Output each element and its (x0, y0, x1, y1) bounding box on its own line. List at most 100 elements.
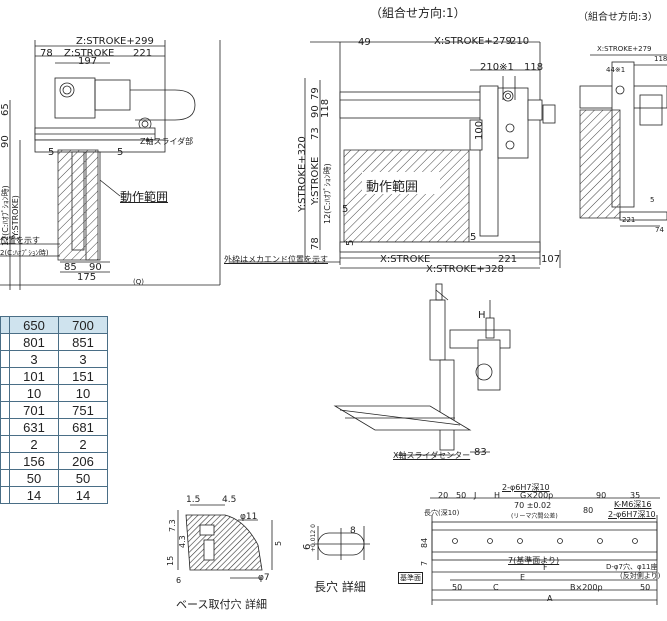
dim-118: 118 (524, 62, 544, 73)
z-slider-label: Z軸スライダ部 (140, 137, 194, 146)
slot-dim-8: 8 (350, 526, 356, 536)
spec-cell: 801 (9, 333, 59, 351)
spec-cell: 10 (9, 384, 59, 402)
spec-row-stub (0, 469, 10, 487)
spec-cell: 50 (9, 469, 59, 487)
dim-20: 20 (438, 491, 449, 500)
dim-5a: 5 (48, 147, 55, 158)
base-hole-detail (177, 504, 273, 579)
spec-cell: 3 (9, 350, 59, 368)
detail-dim-4-3: 4.3 (178, 535, 187, 548)
slot-tolerance: +0.012 0 (310, 524, 317, 552)
datum-plane-label: 基準面 (398, 572, 423, 584)
dim-z-stroke: Z:STROKE (64, 48, 115, 59)
holes-phi6-right: 2-φ6H7深10 (608, 510, 656, 519)
dim-c: C (493, 583, 499, 592)
dim-50-right: 50 (640, 583, 651, 592)
dim-90b: 90 (89, 262, 102, 273)
dim-84: 84 (420, 537, 429, 548)
dim-x-stroke-279-right: X:STROKE+279 (597, 45, 652, 53)
right-partial-view (579, 54, 667, 227)
dim-197: 197 (78, 56, 98, 67)
dim-h-iso: H (478, 310, 486, 321)
front-view (230, 41, 561, 269)
detail-dim-4-5: 4.5 (222, 495, 237, 505)
dim-50-left: 50 (452, 583, 463, 592)
dim-x-stroke-279: X:STROKE+279 (434, 36, 512, 47)
dim-a: A (547, 594, 553, 603)
dim-b-200p: B×200p (570, 583, 603, 592)
dim-5-lower: 5 (345, 239, 356, 246)
dim-210: 210 (510, 36, 530, 47)
dim-44-note: 44※1 (606, 66, 626, 74)
detail-dim-phi7: φ7 (258, 573, 270, 583)
dim-221c: 221 (498, 254, 518, 265)
dim-118b: 118 (320, 98, 331, 118)
dim-221-right: 221 (622, 216, 636, 224)
spec-row-stub (0, 384, 10, 402)
base-hole-caption: ベース取付穴 詳細 (176, 598, 267, 611)
spec-cell: 2 (9, 435, 59, 453)
dim-221: 221 (133, 48, 153, 59)
spec-cell: 10 (58, 384, 108, 402)
reamer-note: (リーマ穴間公差) (511, 513, 558, 520)
dim-210-note: 210※1 (480, 62, 514, 73)
dim-y-stroke-center: Y:STROKE (310, 156, 321, 205)
holes-phi6-top: 2-φ6H7深10 (502, 483, 550, 492)
detail-dim-phi11: φ11 (240, 512, 258, 522)
spec-row-stub (0, 350, 10, 368)
spec-cell: 650 (9, 316, 59, 334)
base-holes-note: D-φ7穴、φ11座 (606, 563, 658, 571)
iso-view (333, 283, 511, 456)
dim-50-top: 50 (456, 491, 467, 500)
detail-dim-1-5: 1.5 (186, 495, 201, 505)
dim-x-stroke-328: X:STROKE+328 (426, 264, 504, 275)
dim-74-right: 74 (655, 226, 664, 234)
dim-f: F (543, 563, 548, 572)
spec-cell: 700 (58, 316, 108, 334)
dim-e: E (520, 573, 526, 582)
dim-y-stroke: (Y:STROKE) (11, 195, 20, 240)
dim-j: J (474, 491, 477, 500)
spec-cell: 3 (58, 350, 108, 368)
spec-row-stub (0, 418, 10, 436)
dim-70-tolerance: 70 ±0.02 (514, 501, 552, 510)
range-label-center: 動作範囲 (366, 180, 419, 195)
spec-row-stub (0, 367, 10, 385)
spec-row-stub (0, 452, 10, 470)
spec-cell: 101 (9, 367, 59, 385)
dim-x-stroke: X:STROKE (380, 254, 431, 265)
range-label-left: 動作範囲 (120, 190, 169, 204)
spec-cell: 14 (9, 486, 59, 504)
dim-5-right-view: 5 (650, 196, 655, 204)
dim-65: 65 (0, 103, 11, 116)
dim-107: 107 (541, 254, 561, 265)
dim-5-right: 5 (470, 232, 477, 243)
long-slot-label: 長穴(深10) (424, 509, 460, 517)
outer-frame-note: 外枠はメカエンド位置を示す (224, 255, 328, 264)
dim-35: 35 (630, 491, 641, 500)
detail-dim-15: 15 (166, 555, 175, 566)
spec-row-stub (0, 401, 10, 419)
dim-y-stroke-320: Y:STROKE+320 (297, 136, 308, 212)
datum-distance: 7(基準面より) (508, 556, 560, 565)
dim-80: 80 (583, 506, 594, 515)
dim-5b: 5 (117, 147, 124, 158)
dim-78: 78 (40, 48, 53, 59)
spec-cell: 851 (58, 333, 108, 351)
reverse-side-note: (反対側より) (620, 572, 661, 580)
left-side-view (0, 40, 221, 290)
dim-z-stroke-299: Z:STROKE+299 (76, 36, 154, 47)
position-note: 位置を示す (0, 236, 40, 245)
spec-cell: 156 (9, 452, 59, 470)
dim-83: 83 (474, 447, 487, 458)
dim-78c: 78 (310, 237, 321, 250)
